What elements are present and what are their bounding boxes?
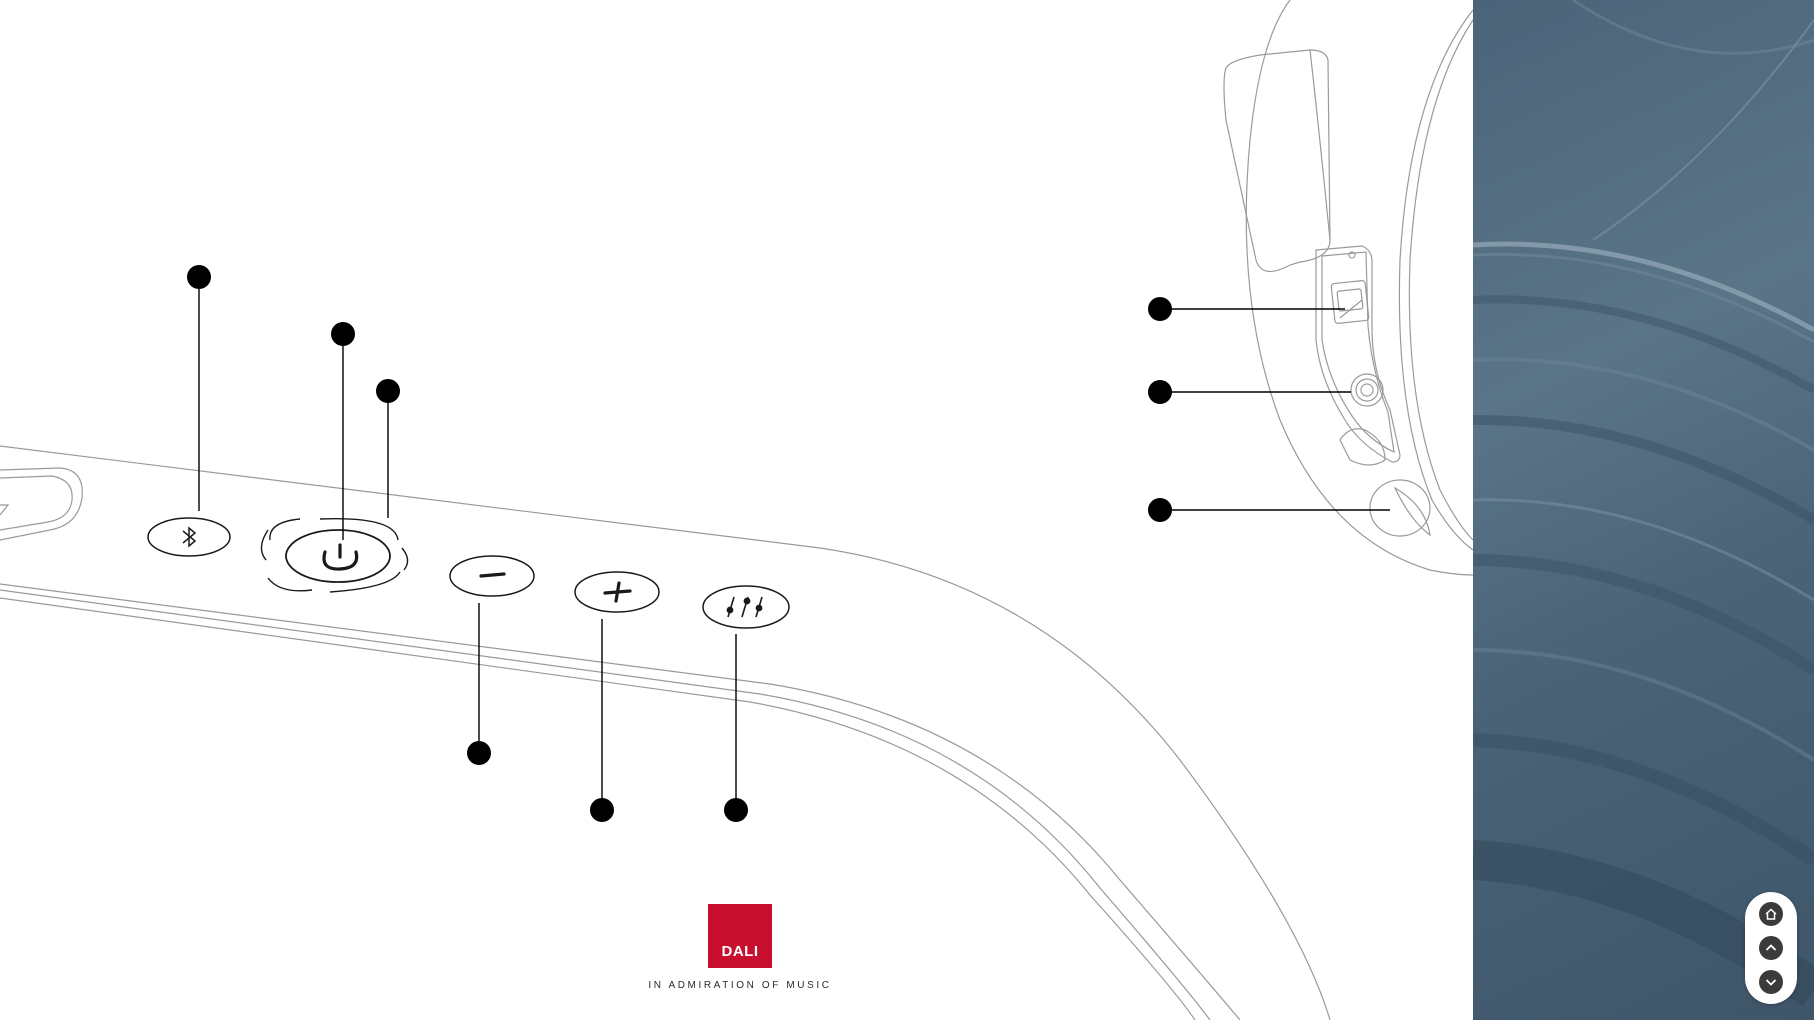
bluetooth-button[interactable] bbox=[148, 518, 230, 556]
home-button[interactable] bbox=[1759, 902, 1783, 926]
chevron-down-icon bbox=[1764, 975, 1778, 989]
callout-marker bbox=[331, 322, 355, 346]
callout-marker bbox=[1148, 380, 1172, 404]
chevron-up-icon bbox=[1764, 941, 1778, 955]
callout-marker bbox=[1148, 498, 1172, 522]
vinyl-record-texture bbox=[1473, 0, 1814, 1020]
button-strip bbox=[148, 518, 789, 628]
page-nav-controls bbox=[1745, 892, 1797, 1004]
home-icon bbox=[1764, 907, 1778, 921]
power-button[interactable] bbox=[286, 530, 390, 582]
logo-mark: DALI bbox=[708, 904, 772, 968]
vinyl-photo-panel bbox=[1473, 0, 1814, 1020]
eq-button[interactable] bbox=[703, 586, 789, 628]
brand-tagline: IN ADMIRATION OF MUSIC bbox=[640, 980, 840, 991]
callout-marker bbox=[467, 741, 491, 765]
volume-up-button[interactable] bbox=[575, 572, 659, 612]
page-up-button[interactable] bbox=[1759, 936, 1783, 960]
page-down-button[interactable] bbox=[1759, 970, 1783, 994]
speaker-line-drawing bbox=[0, 0, 1473, 1020]
minus-icon bbox=[481, 574, 504, 576]
brand-logo: DALI IN ADMIRATION OF MUSIC bbox=[640, 904, 840, 991]
callout-marker bbox=[187, 265, 211, 289]
callout-marker bbox=[590, 798, 614, 822]
volume-down-button[interactable] bbox=[450, 556, 534, 596]
callout-marker bbox=[724, 798, 748, 822]
callout-marker bbox=[376, 379, 400, 403]
callout-marker bbox=[1148, 297, 1172, 321]
logo-text: DALI bbox=[708, 943, 772, 960]
